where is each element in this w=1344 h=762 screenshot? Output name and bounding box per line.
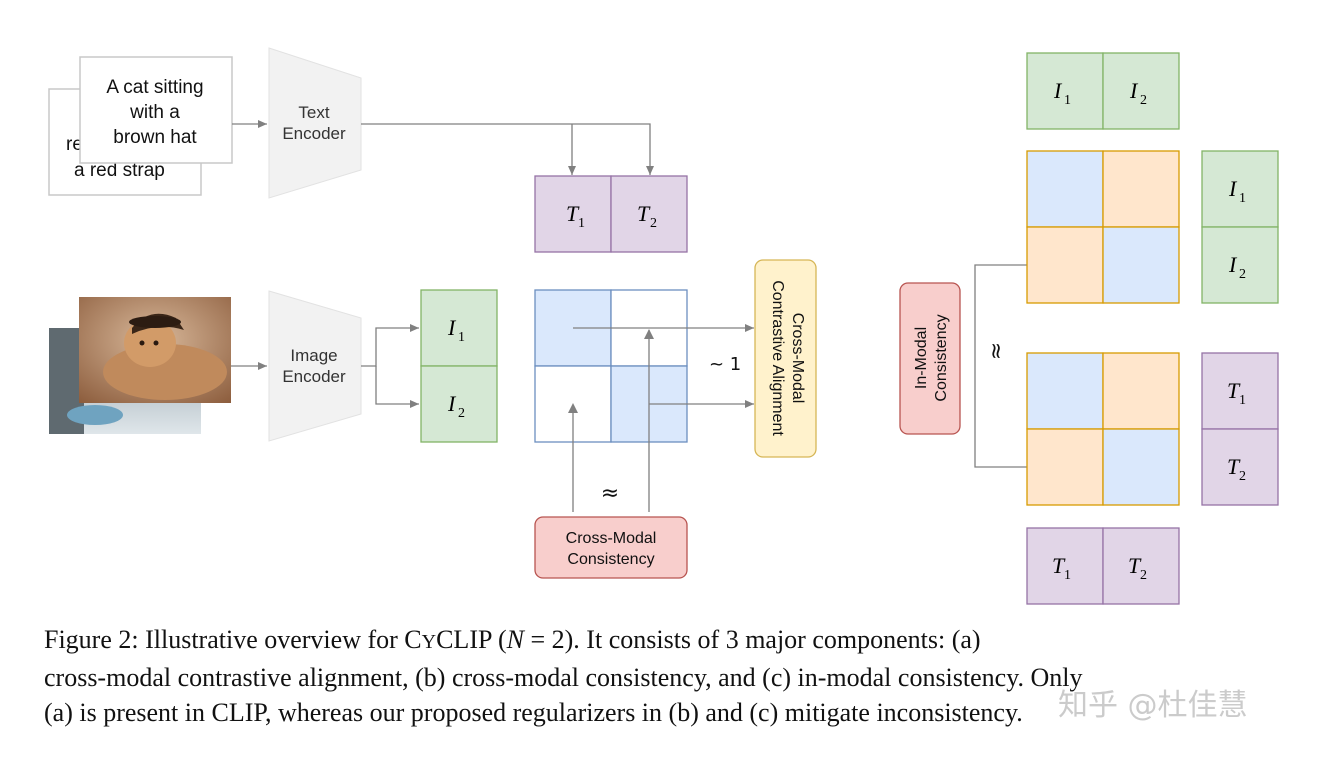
text-flow-arrows xyxy=(232,120,654,175)
svg-text:I: I xyxy=(1228,176,1238,201)
svg-text:with a: with a xyxy=(129,102,180,123)
figure-caption: Figure 2: Illustrative overview for CYCL… xyxy=(44,622,1294,730)
caption-line-3: (a) is present in CLIP, whereas our prop… xyxy=(44,698,1023,727)
svg-text:Consistency: Consistency xyxy=(933,314,950,401)
cross-modal-contrastive-alignment-box: Cross-Modal Contrastive Alignment xyxy=(754,259,817,458)
svg-text:1: 1 xyxy=(458,330,465,345)
svg-text:I: I xyxy=(1053,78,1063,103)
svg-text:1: 1 xyxy=(1064,93,1071,108)
svg-text:Text: Text xyxy=(298,103,329,122)
svg-text:1: 1 xyxy=(1064,568,1071,583)
svg-text:2: 2 xyxy=(1140,568,1147,583)
svg-text:I: I xyxy=(447,391,457,416)
svg-text:In-Modal: In-Modal xyxy=(913,327,930,389)
svg-text:2: 2 xyxy=(1239,469,1246,484)
cross-modal-similarity-matrix xyxy=(534,289,688,443)
approx-symbol-right: ≈ xyxy=(984,342,1009,360)
caption-line-2: cross-modal contrastive alignment, (b) c… xyxy=(44,663,1083,692)
svg-text:2: 2 xyxy=(650,216,657,231)
svg-text:Image: Image xyxy=(290,346,337,365)
svg-text:I: I xyxy=(1129,78,1139,103)
image-flow-arrows xyxy=(231,324,419,408)
svg-text:T: T xyxy=(566,201,580,226)
svg-text:1: 1 xyxy=(1239,191,1246,206)
svg-text:Cross-Modal: Cross-Modal xyxy=(789,313,806,404)
cross-modal-consistency-box: Cross-Modal Consistency xyxy=(534,516,688,579)
image-encoder: Image Encoder xyxy=(268,290,362,442)
svg-text:1: 1 xyxy=(1239,393,1246,408)
svg-text:Cross-Modal: Cross-Modal xyxy=(566,530,657,547)
approx-one-label: ~ 1 xyxy=(709,354,741,375)
svg-text:brown hat: brown hat xyxy=(113,127,197,148)
svg-text:2: 2 xyxy=(1140,93,1147,108)
consistency-loop-arrowheads xyxy=(568,329,654,413)
svg-text:Contrastive Alignment: Contrastive Alignment xyxy=(769,280,786,436)
text-encoder: Text Encoder xyxy=(268,47,362,199)
svg-text:I: I xyxy=(1228,252,1238,277)
svg-text:Consistency: Consistency xyxy=(567,551,654,568)
svg-text:2: 2 xyxy=(1239,267,1246,282)
svg-text:a red strap: a red strap xyxy=(74,160,165,181)
caption-line-1: Figure 2: Illustrative overview for CYCL… xyxy=(44,625,981,654)
in-modal-consistency-box: In-Modal Consistency xyxy=(899,282,961,435)
text-input-front-card: A cat sitting with a brown hat xyxy=(79,56,233,164)
text-text-similarity-matrix xyxy=(1026,352,1180,506)
cat-photo xyxy=(79,297,231,403)
svg-text:T: T xyxy=(1128,553,1142,578)
svg-text:T: T xyxy=(1227,454,1241,479)
svg-text:A cat sitting: A cat sitting xyxy=(106,77,203,98)
image-image-similarity-matrix xyxy=(1026,150,1180,304)
cyclip-diagram: re a red strap A cat sitting with a brow… xyxy=(48,47,1279,605)
approx-symbol-mid: ≈ xyxy=(601,481,619,506)
svg-text:2: 2 xyxy=(458,406,465,421)
svg-text:T: T xyxy=(1227,378,1241,403)
svg-text:re: re xyxy=(66,134,83,155)
watermark: 知乎 @杜佳慧 xyxy=(1058,688,1248,723)
svg-text:I: I xyxy=(447,315,457,340)
svg-text:Encoder: Encoder xyxy=(282,367,346,386)
alignment-arrows xyxy=(572,324,754,512)
svg-text:T: T xyxy=(637,201,651,226)
svg-text:T: T xyxy=(1052,553,1066,578)
svg-text:Encoder: Encoder xyxy=(282,124,346,143)
svg-text:1: 1 xyxy=(578,216,585,231)
